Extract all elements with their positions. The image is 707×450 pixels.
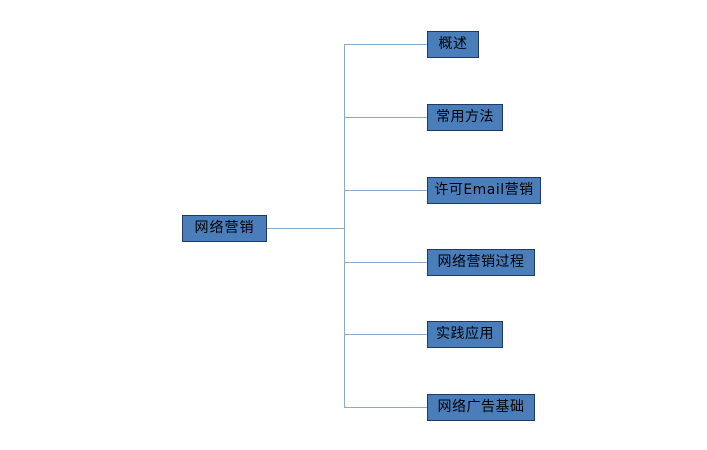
connector-root-stem: [267, 228, 345, 229]
connector-branch-2: [344, 117, 428, 118]
node-child-3[interactable]: 许可Email营销: [427, 177, 541, 204]
node-child-4[interactable]: 网络营销过程: [427, 249, 535, 276]
connector-branch-5: [344, 334, 428, 335]
node-child-2[interactable]: 常用方法: [427, 104, 503, 131]
node-child-6[interactable]: 网络广告基础: [427, 394, 535, 421]
node-child-1[interactable]: 概述: [427, 31, 479, 58]
connector-branch-6: [344, 407, 428, 408]
node-root[interactable]: 网络营销: [182, 215, 267, 242]
connector-branch-4: [344, 262, 428, 263]
connector-spine: [344, 44, 345, 408]
connector-branch-1: [344, 44, 428, 45]
node-child-5[interactable]: 实践应用: [427, 321, 503, 348]
connector-branch-3: [344, 190, 428, 191]
